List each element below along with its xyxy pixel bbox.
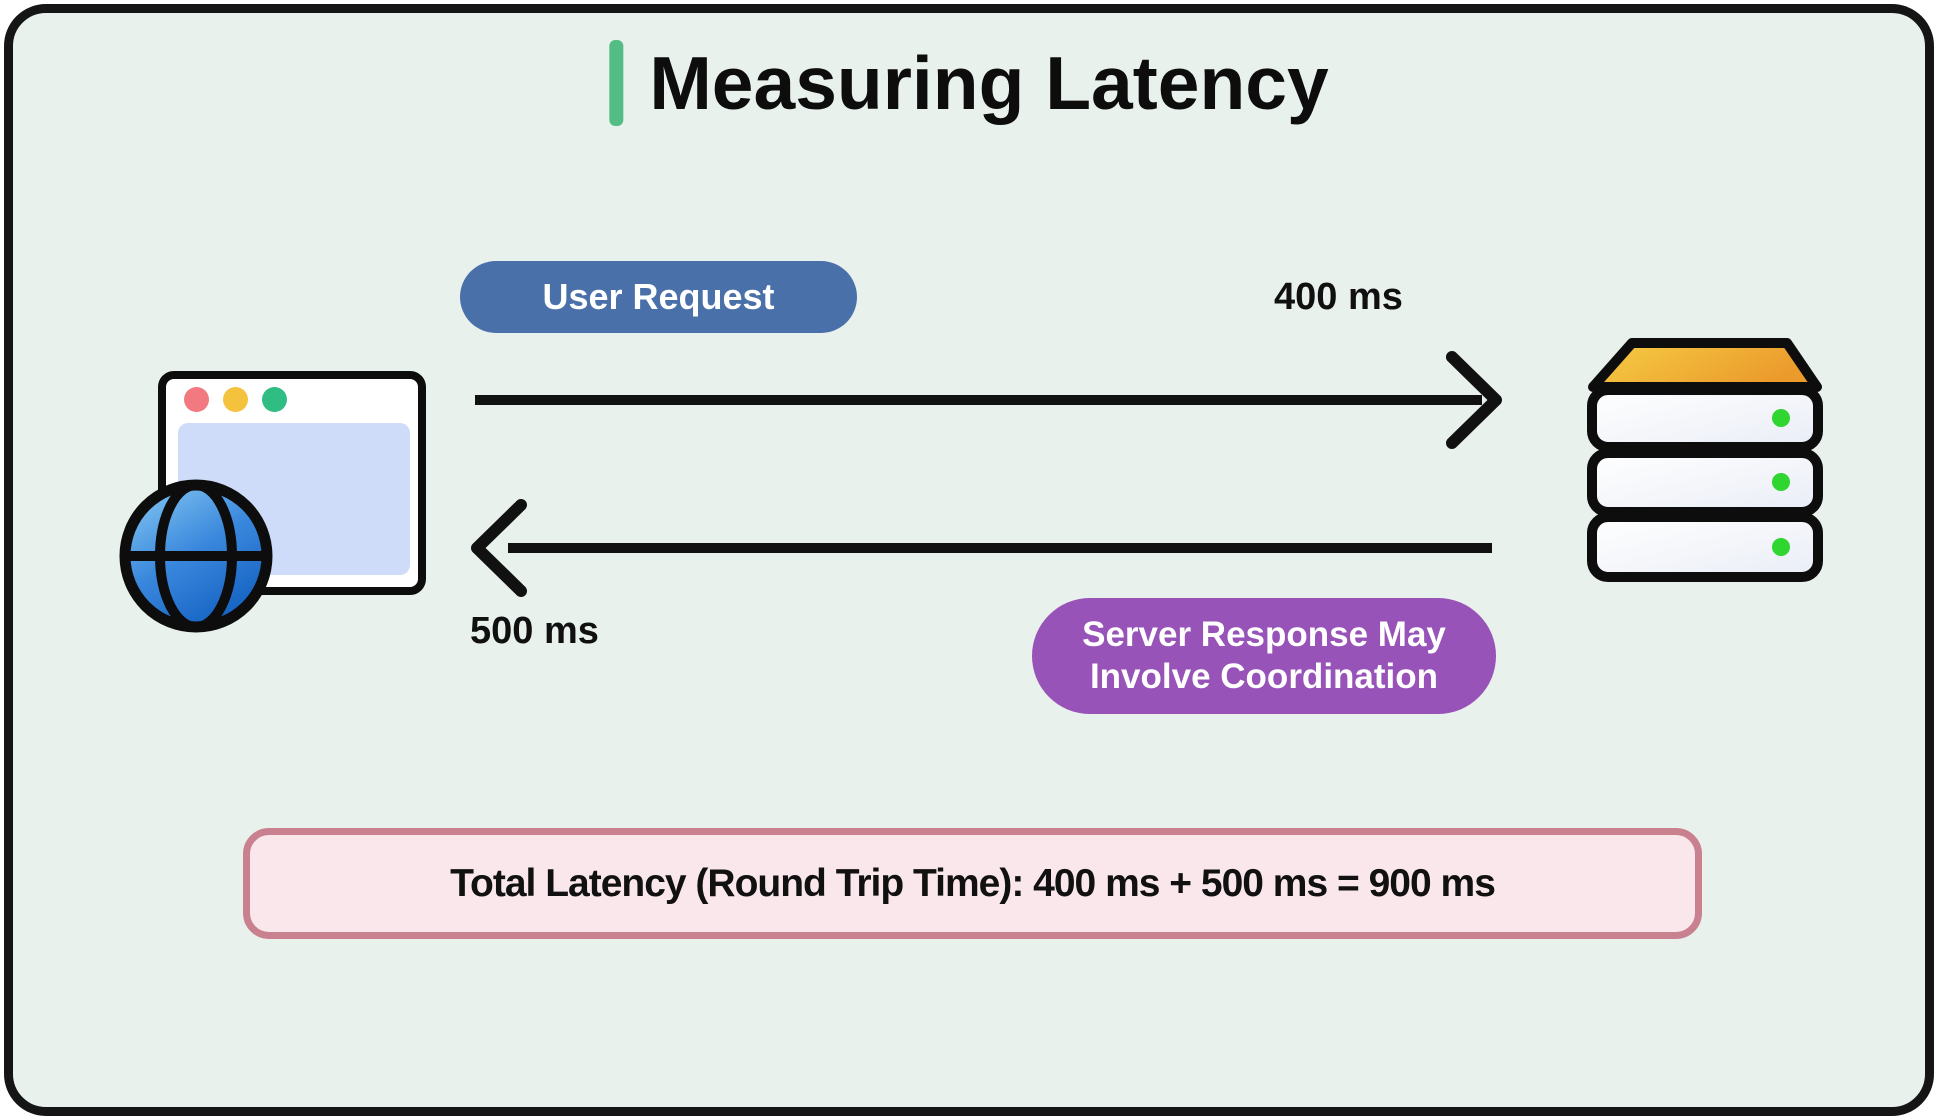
response-latency-value: 500 ms	[470, 610, 599, 652]
total-latency-summary: Total Latency (Round Trip Time): 400 ms …	[243, 828, 1702, 939]
server-stack-icon	[1587, 338, 1823, 582]
total-latency-text: Total Latency (Round Trip Time): 400 ms …	[450, 861, 1496, 905]
server-response-badge: Server Response May Involve Coordination	[1032, 598, 1496, 714]
server-response-label-line1: Server Response May	[1082, 615, 1446, 654]
page-title: Measuring Latency	[609, 40, 1329, 126]
server-slab-1	[1587, 385, 1823, 452]
status-led	[1772, 473, 1790, 491]
traffic-light-dots	[184, 387, 287, 412]
title-accent-bar	[609, 40, 624, 126]
window-dot-yellow-icon	[223, 387, 248, 412]
status-led	[1772, 538, 1790, 556]
server-response-label-line2: Involve Coordination	[1089, 657, 1439, 696]
globe-icon	[119, 479, 273, 633]
server-slab-3	[1587, 512, 1823, 582]
user-request-label: User Request	[542, 276, 775, 317]
status-led	[1772, 409, 1790, 427]
server-top	[1588, 338, 1822, 392]
title-text: Measuring Latency	[649, 41, 1329, 125]
server-slab-2	[1587, 448, 1823, 517]
browser-window-icon	[158, 371, 426, 595]
window-dot-red-icon	[184, 387, 209, 412]
request-latency-value: 400 ms	[1274, 276, 1403, 318]
window-dot-green-icon	[262, 387, 287, 412]
user-request-badge: User Request	[460, 261, 857, 333]
